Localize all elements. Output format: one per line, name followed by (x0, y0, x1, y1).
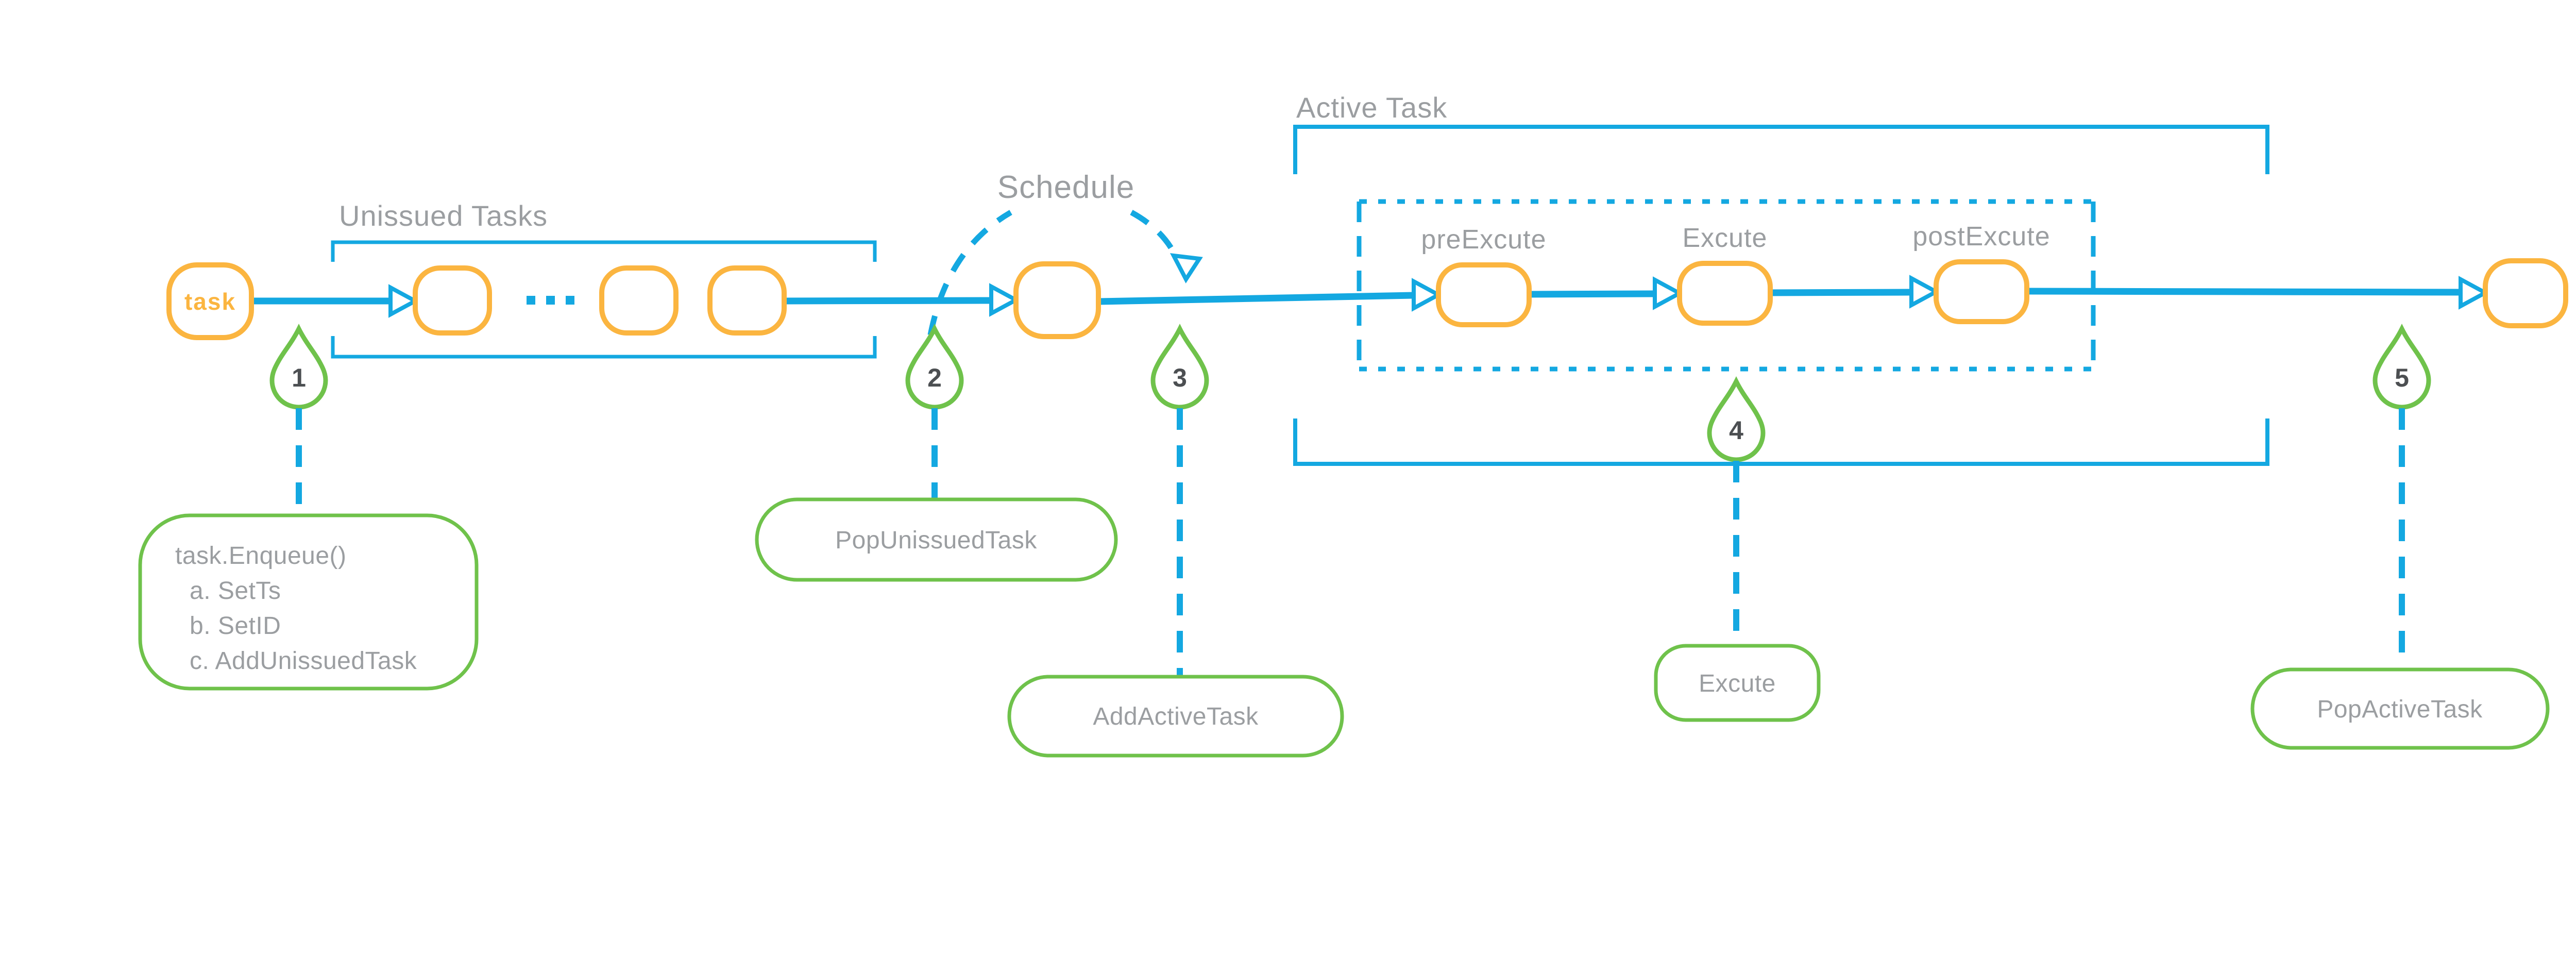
note-box-4: Excute (1654, 644, 1821, 722)
unissued-tasks-label: Unissued Tasks (339, 199, 548, 232)
arrowhead-icon (1909, 275, 1941, 309)
note-box-1: task.Enqueue() a. SetTs b. SetID c. AddU… (138, 513, 479, 691)
node-task (166, 262, 254, 340)
marker-3-teardrop-icon: 3 (1150, 323, 1209, 410)
node-excute (1677, 261, 1773, 326)
arrowhead-icon (2459, 276, 2490, 310)
active-task-dotted-region (1357, 199, 2096, 372)
arrowhead-icon (1412, 278, 1443, 312)
ellipsis-dots-icon (527, 296, 574, 305)
arrowhead-icon (1653, 276, 1684, 310)
note-2-text: PopUnissuedTask (835, 527, 1037, 554)
node-unissued-3 (707, 265, 787, 336)
arrow-schedule-to-preexcute (1098, 292, 1414, 305)
marker-4-teardrop-icon: 4 (1707, 376, 1766, 462)
marker-2-number: 2 (927, 363, 942, 392)
preexcute-label: preExcute (1421, 225, 1546, 255)
marker-5-number: 5 (2395, 363, 2409, 392)
marker-5-teardrop-icon: 5 (2372, 323, 2431, 410)
schedule-arc-right (1130, 210, 1181, 262)
note-3-text: AddActiveTask (1093, 703, 1259, 730)
node-postexcute (1934, 259, 2029, 324)
note-box-5: PopActiveTask (2250, 667, 2550, 750)
marker-1-number: 1 (292, 363, 306, 392)
marker-4-number: 4 (1729, 416, 1743, 445)
flow-arrows (251, 275, 2490, 318)
marker-1-teardrop-icon: 1 (269, 323, 328, 410)
marker-2-teardrop-icon: 2 (905, 323, 964, 410)
arrow-postexcute-to-final (2026, 288, 2461, 296)
active-task-label: Active Task (1296, 91, 1447, 124)
node-schedule (1013, 261, 1101, 339)
arrowhead-icon (989, 283, 1021, 317)
note-5-text: PopActiveTask (2317, 696, 2483, 723)
schedule-arc-arrowhead-icon (1170, 253, 1203, 283)
node-unissued-2 (599, 265, 679, 336)
arrow-excute-to-postexcute (1770, 289, 1912, 296)
note-1-line-4: c. AddUnissuedTask (190, 647, 417, 675)
note-1-line-3: b. SetID (190, 612, 281, 640)
note-1-line-1: task.Enqueue() (175, 542, 347, 570)
excute-label: Excute (1683, 223, 1768, 253)
node-final (2483, 258, 2568, 328)
node-preexcute (1436, 262, 1532, 327)
arrowhead-icon (388, 284, 420, 318)
node-unissued-1 (413, 265, 492, 336)
schedule-label: Schedule (997, 170, 1135, 205)
active-task-bottom-bracket (1293, 418, 2269, 466)
active-task-top-bracket (1293, 125, 2269, 174)
arrow-queue-to-schedule (784, 297, 992, 305)
note-1-line-2: a. SetTs (190, 577, 281, 605)
node-task-label: task (184, 288, 236, 315)
marker-3-number: 3 (1173, 363, 1187, 392)
note-4-text: Excute (1699, 670, 1776, 697)
schedule-arc-left (927, 210, 1012, 336)
unissued-tasks-bottom-bracket (331, 336, 877, 359)
postexcute-label: postExcute (1912, 222, 2050, 252)
note-box-2: PopUnissuedTask (755, 497, 1118, 582)
unissued-tasks-top-bracket (331, 240, 877, 262)
note-box-3: AddActiveTask (1007, 675, 1344, 758)
